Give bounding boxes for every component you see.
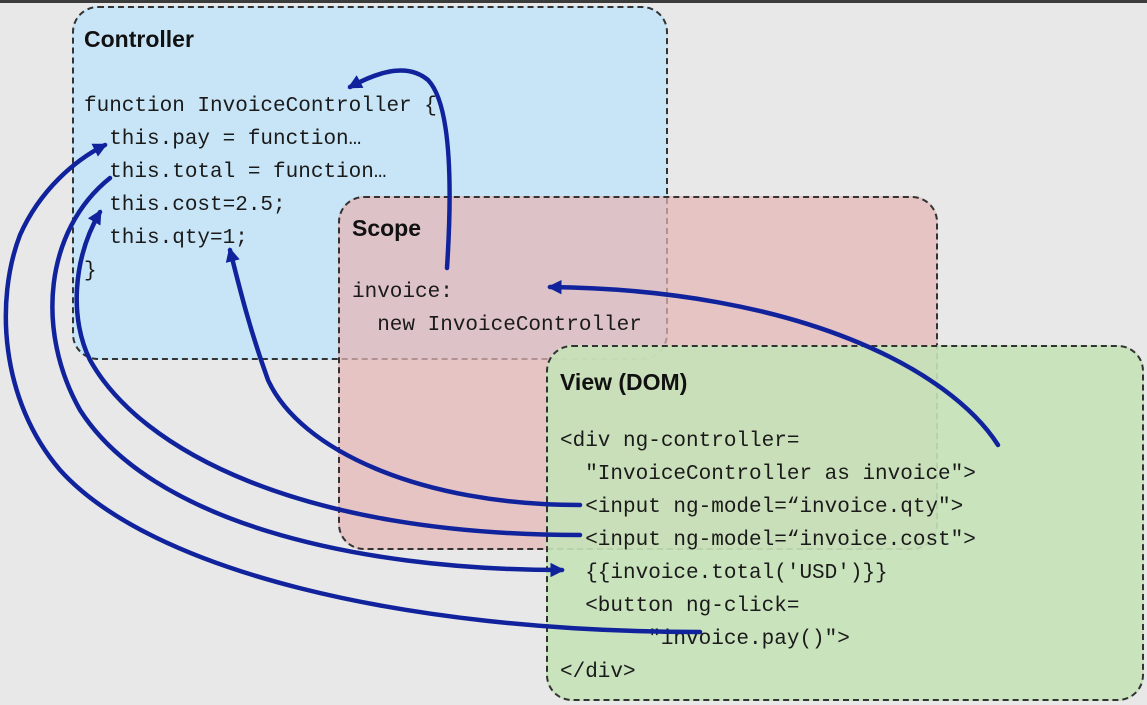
controller-line-3: this.total = function… <box>84 161 387 184</box>
view-title: View (DOM) <box>560 369 688 395</box>
scope-line-2: new InvoiceController <box>352 314 642 337</box>
view-line-4: <input ng-model=“invoice.cost"> <box>560 529 976 552</box>
top-edge-line <box>0 0 1147 3</box>
controller-title: Controller <box>84 26 194 52</box>
controller-line-6: } <box>84 260 97 283</box>
view-line-2: "InvoiceController as invoice"> <box>560 463 976 486</box>
controller-line-2: this.pay = function… <box>84 128 362 151</box>
scope-title: Scope <box>352 215 422 241</box>
view-line-3: <input ng-model=“invoice.qty"> <box>560 496 964 519</box>
view-line-5: {{invoice.total('USD')}} <box>560 562 888 585</box>
view-line-6: <button ng-click= <box>560 595 800 618</box>
view-line-7: "invoice.pay()"> <box>560 628 850 651</box>
controller-line-4: this.cost=2.5; <box>84 194 286 217</box>
view-box: View (DOM) <div ng-controller= "InvoiceC… <box>546 345 1144 701</box>
view-line-8: </div> <box>560 661 636 684</box>
controller-line-1: function InvoiceController { <box>84 95 437 118</box>
controller-line-5: this.qty=1; <box>84 227 248 250</box>
scope-line-1: invoice: <box>352 281 453 304</box>
view-line-1: <div ng-controller= <box>560 430 800 453</box>
